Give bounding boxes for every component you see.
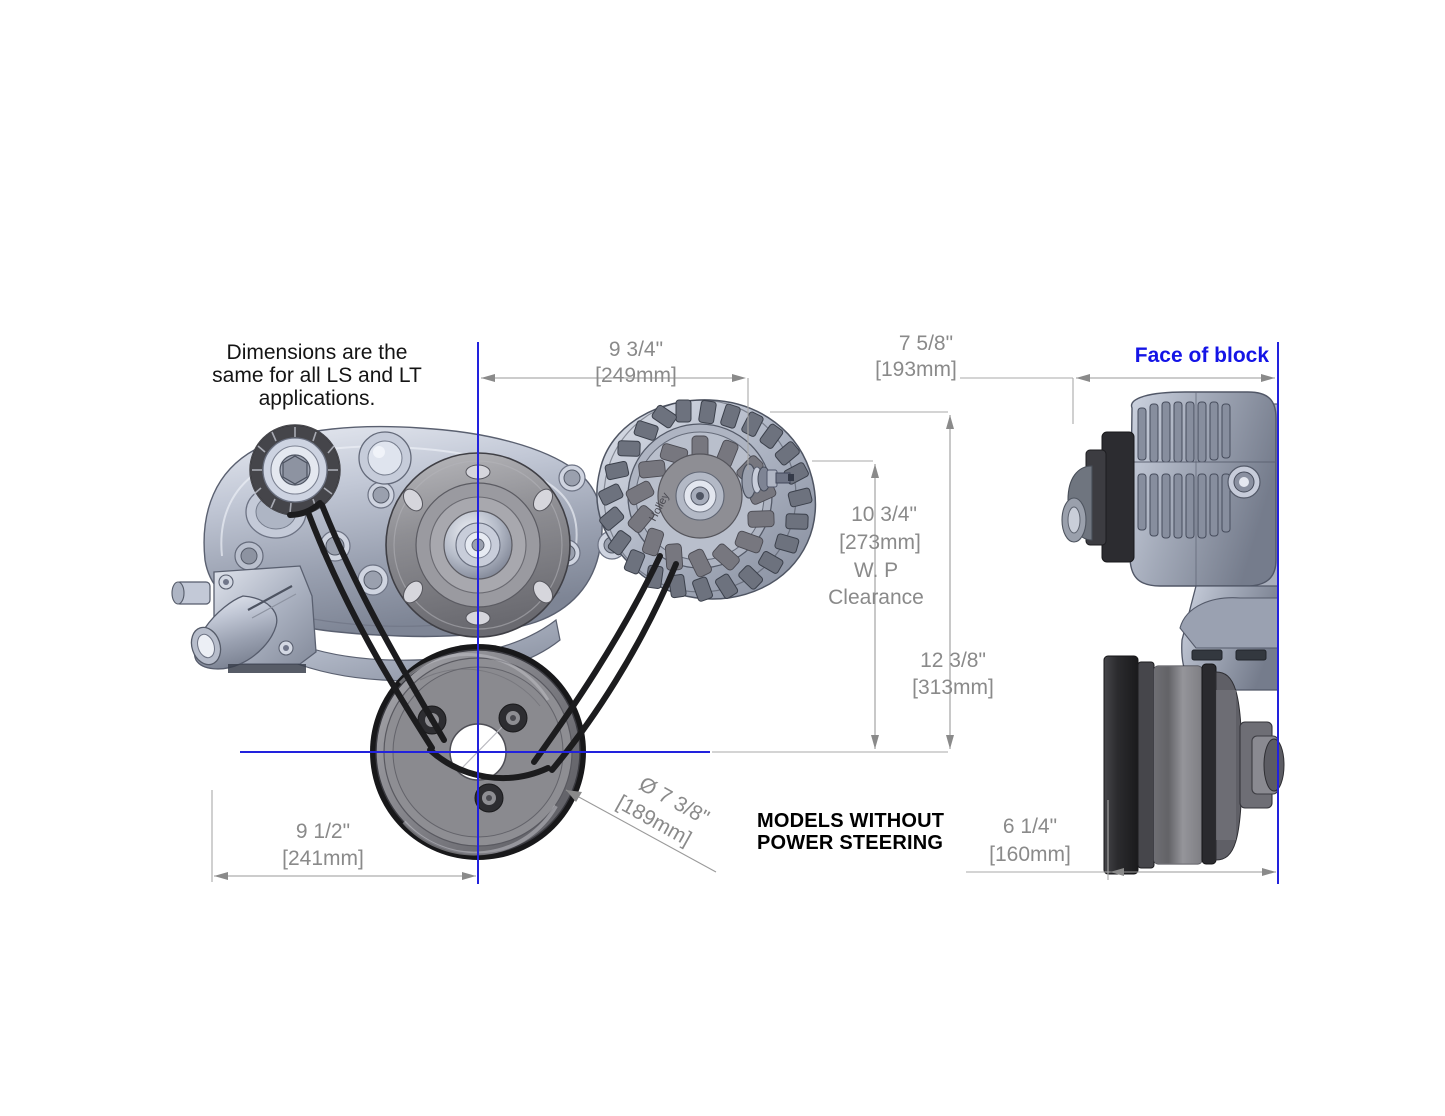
dim-imperial: 9 3/4" — [609, 338, 663, 361]
side-damper — [1103, 655, 1285, 875]
dim-metric: [193mm] — [875, 358, 957, 381]
alternator-stud — [741, 463, 794, 499]
dim-note-1: W. P — [854, 559, 898, 582]
side-alternator-stud — [1227, 465, 1261, 499]
side-alternator — [1061, 391, 1277, 587]
dimension-lines — [211, 374, 1276, 882]
dimension-alt-center-horizontal: 9 3/4" [249mm] — [595, 338, 677, 387]
note-block: Dimensions are the same for all LS and L… — [212, 341, 422, 410]
belt-wrap — [287, 500, 551, 781]
alternator: Holley — [596, 399, 817, 602]
note-line-1: Dimensions are the — [227, 341, 408, 364]
dimension-block-face-offset: 7 5/8" [193mm] — [875, 332, 957, 381]
dim-metric: [313mm] — [912, 676, 994, 699]
dimension-crank-pulley-diameter: Ø 7 3/8" [189mm] — [613, 773, 713, 851]
dim-note-2: Clearance — [828, 586, 924, 609]
serpentine-belt — [305, 502, 679, 773]
dimension-side-depth: 6 1/4" [160mm] — [989, 815, 1071, 866]
face-of-block-label: Face of block — [1135, 344, 1270, 367]
dim-imperial: 7 5/8" — [899, 332, 953, 355]
dim-imperial: 6 1/4" — [1003, 815, 1057, 838]
dim-metric: [273mm] — [839, 531, 921, 554]
dimension-crank-offset: 9 1/2" [241mm] — [282, 820, 364, 870]
dimension-overall-height: 12 3/8" [313mm] — [912, 649, 994, 699]
callout-line-1: MODELS WITHOUT — [757, 810, 944, 832]
dim-metric: [241mm] — [282, 847, 364, 870]
alternator-case-slots — [598, 399, 813, 602]
callout-line-2: POWER STEERING — [757, 832, 943, 854]
models-without-power-steering-callout: MODELS WITHOUT POWER STEERING — [757, 810, 944, 854]
dimension-wp-clearance: 10 3/4" [273mm] W. P Clearance — [828, 503, 924, 609]
dim-metric: [249mm] — [595, 364, 677, 387]
dim-metric: [160mm] — [989, 843, 1071, 866]
dim-imperial: 9 1/2" — [296, 820, 350, 843]
note-line-3: applications. — [259, 387, 376, 410]
note-line-2: same for all LS and LT — [212, 364, 422, 387]
dim-imperial: 12 3/8" — [920, 649, 986, 672]
centerlines — [240, 342, 1279, 884]
thermostat-outlet — [171, 565, 317, 673]
side-view-assembly — [1061, 391, 1285, 875]
dim-imperial: 10 3/4" — [851, 503, 917, 526]
